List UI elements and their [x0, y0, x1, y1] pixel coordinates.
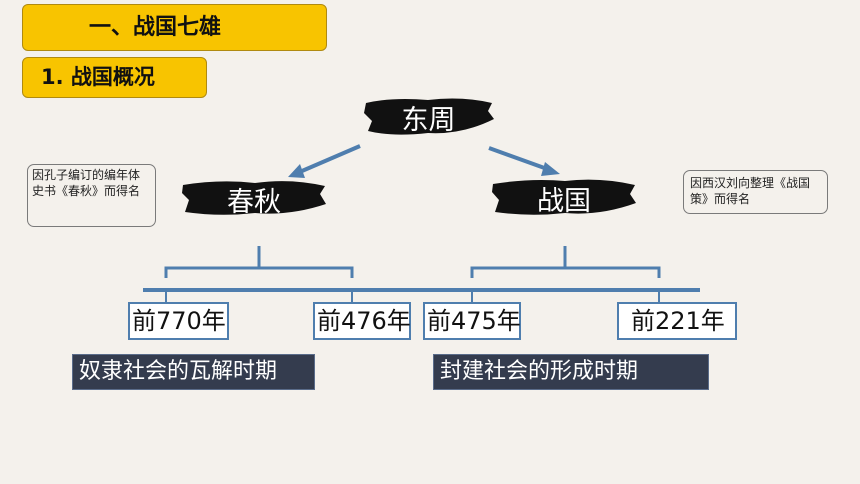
right-node: 战国 [537, 186, 591, 217]
left-node: 春秋 [227, 187, 281, 218]
year-label: 前475年 [423, 302, 521, 340]
arrow-right [488, 146, 551, 172]
left-note: 因孔子编订的编年体史书《春秋》而得名 [27, 164, 156, 227]
section-title: 一、战国七雄 [22, 4, 327, 51]
year-label: 前476年 [313, 302, 411, 340]
year-label: 前770年 [128, 302, 229, 340]
arrow-left [294, 144, 361, 176]
right-brush [492, 179, 636, 215]
root-brush [364, 98, 494, 135]
period-label: 封建社会的形成时期 [433, 354, 709, 390]
arrow-left-head [288, 164, 305, 178]
left-brush [182, 181, 326, 215]
left-bracket [164, 266, 354, 278]
subsection-title: 1. 战国概况 [22, 57, 207, 98]
right-bracket [470, 266, 661, 278]
period-label: 奴隶社会的瓦解时期 [72, 354, 315, 390]
root-node: 东周 [401, 105, 456, 136]
arrow-right-head [541, 162, 560, 176]
right-note: 因西汉刘向整理《战国策》而得名 [683, 170, 828, 214]
year-label: 前221年 [617, 302, 737, 340]
